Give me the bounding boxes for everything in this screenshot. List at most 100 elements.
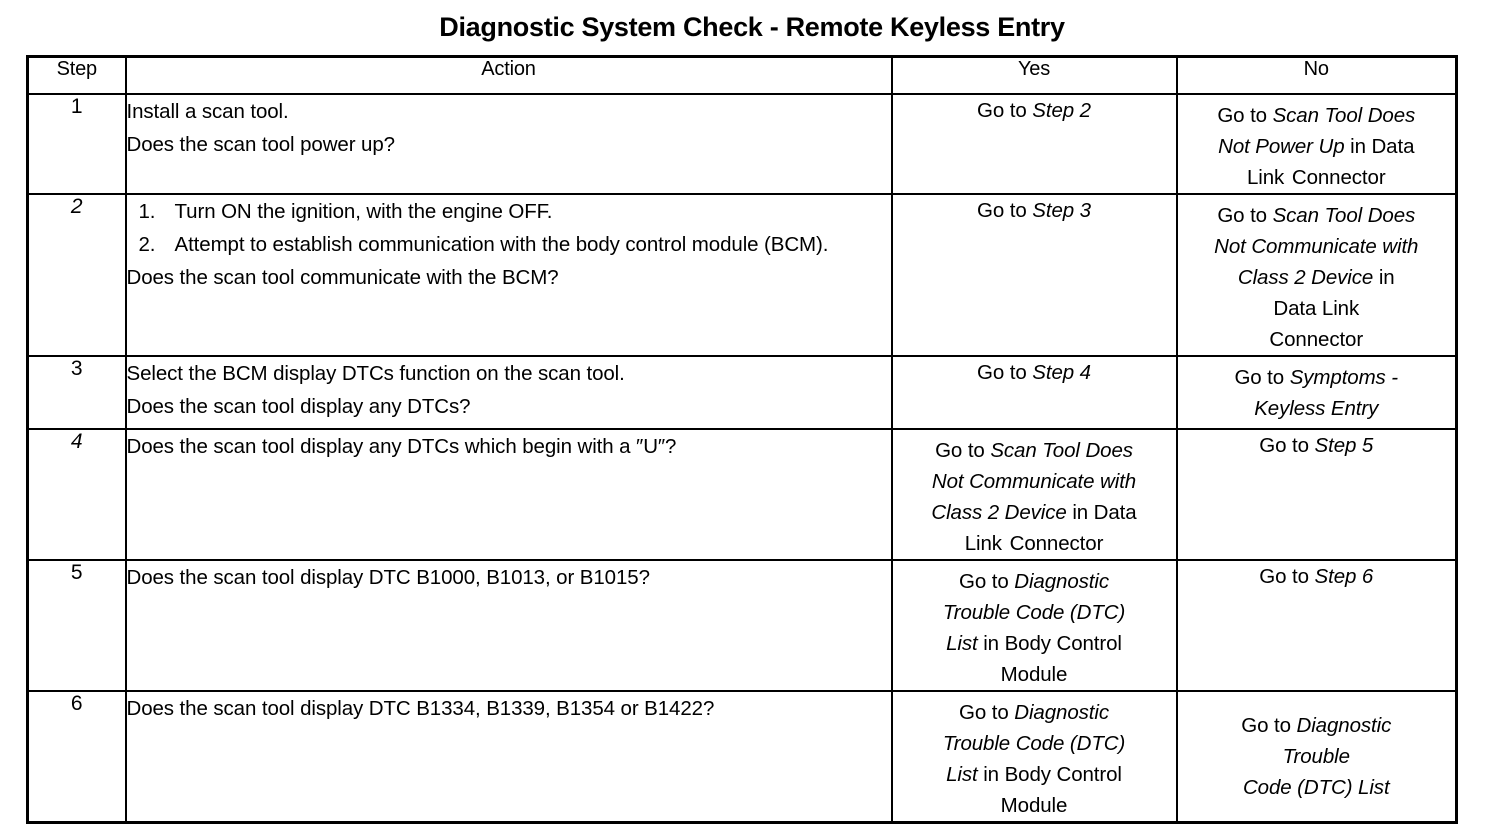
step-number-cell: 6	[26, 690, 127, 824]
goto-prefix: Go to	[959, 701, 1015, 724]
goto-prefix: Go to	[1259, 434, 1315, 457]
cross-reference: Step 6	[1314, 565, 1374, 588]
action-line: Does the scan tool display any DTCs?	[126, 395, 471, 418]
goto-suffix: Link Connector	[1246, 166, 1386, 189]
action-line: Does the scan tool display DTC B1334, B1…	[126, 697, 715, 720]
cross-reference: Not Communicate with	[1214, 235, 1419, 258]
action-cell: Does the scan tool display DTC B1334, B1…	[124, 690, 893, 824]
goto-suffix: Module	[1000, 794, 1068, 817]
yes-line: Trouble Code (DTC)	[893, 728, 1176, 759]
no-cell: Go to Diagnostic Trouble Code (DTC) List	[1175, 690, 1458, 824]
cross-reference: Step 2	[1032, 99, 1091, 122]
yes-line: Go to Step 2	[893, 95, 1176, 126]
no-line: Go to Scan Tool Does	[1178, 200, 1456, 231]
cross-reference: Class 2 Device	[1237, 266, 1374, 289]
yes-line: Go to Step 3	[893, 195, 1176, 226]
yes-line: Module	[893, 790, 1176, 821]
no-line: Data Link	[1178, 293, 1456, 324]
no-line: Go to Step 6	[1178, 561, 1456, 592]
action-line: Install a scan tool.	[126, 100, 289, 123]
goto-prefix: Go to	[959, 570, 1015, 593]
column-header-yes: Yes	[890, 55, 1178, 95]
table-row: 2 1. Turn ON the ignition, with the engin…	[26, 193, 1458, 357]
cross-reference: Keyless Entry	[1254, 397, 1379, 420]
goto-prefix: Go to	[1259, 565, 1315, 588]
goto-suffix: in Data	[1072, 501, 1137, 524]
goto-suffix: Link Connector	[964, 532, 1104, 555]
yes-cell: Go to Step 4	[890, 355, 1178, 430]
cross-reference: List	[946, 632, 978, 655]
cross-reference: Trouble	[1282, 745, 1350, 768]
action-cell: Install a scan tool. Does the scan tool …	[124, 93, 893, 195]
yes-line: Go to Diagnostic	[893, 566, 1176, 597]
yes-cell: Go to Diagnostic Trouble Code (DTC) List…	[890, 690, 1178, 824]
cross-reference: Class 2 Device	[931, 501, 1067, 524]
list-item: 2.Attempt to establish communication wit…	[127, 228, 891, 261]
goto-prefix: Go to	[1241, 714, 1297, 737]
goto-suffix: in	[1378, 266, 1395, 289]
document-page: Diagnostic System Check - Remote Keyless…	[26, 12, 1458, 824]
yes-line: Link Connector	[893, 528, 1176, 559]
no-line: Go to Scan Tool Does	[1178, 100, 1456, 131]
cross-reference: List	[946, 763, 978, 786]
goto-suffix: in Body Control	[983, 632, 1122, 655]
no-line: Go to Diagnostic	[1178, 710, 1456, 741]
action-line: Does the scan tool display DTC B1000, B1…	[126, 566, 650, 589]
yes-cell: Go to Step 2	[890, 93, 1178, 195]
cross-reference: Symptoms -	[1289, 366, 1399, 389]
step-number-cell: 1	[26, 93, 127, 195]
goto-prefix: Go to	[935, 439, 991, 462]
goto-prefix: Go to	[977, 199, 1033, 222]
cross-reference: Trouble Code (DTC)	[942, 601, 1126, 624]
step-number-cell: 4	[26, 428, 127, 561]
page-title: Diagnostic System Check - Remote Keyless…	[439, 12, 1065, 42]
yes-line: Class 2 Device in Data	[893, 497, 1176, 528]
cross-reference: Not Communicate with	[931, 470, 1137, 493]
cross-reference: Trouble Code (DTC)	[942, 732, 1126, 755]
yes-line: Trouble Code (DTC)	[893, 597, 1176, 628]
yes-line: Go to Scan Tool Does	[893, 435, 1176, 466]
no-cell: Go to Scan Tool Does Not Communicate wit…	[1175, 193, 1458, 357]
cross-reference: Diagnostic	[1014, 570, 1109, 593]
table-row: 4 Does the scan tool display any DTCs wh…	[26, 428, 1458, 561]
action-numbered-list: 1. Turn ON the ignition, with the engine …	[127, 195, 891, 261]
no-cell: Go to Step 6	[1175, 559, 1458, 692]
list-item-text: Attempt to establish communication with …	[174, 233, 829, 256]
yes-cell: Go to Diagnostic Trouble Code (DTC) List…	[890, 559, 1178, 692]
no-cell: Go to Symptoms - Keyless Entry	[1175, 355, 1458, 430]
no-line: Link Connector	[1178, 162, 1456, 193]
step-number-cell: 3	[26, 355, 127, 430]
action-line: Does the scan tool communicate with the …	[126, 266, 559, 289]
action-cell: Does the scan tool display any DTCs whic…	[124, 428, 893, 561]
column-header-no: No	[1175, 55, 1458, 95]
goto-prefix: Go to	[1217, 104, 1273, 127]
cross-reference: Diagnostic	[1296, 714, 1392, 737]
table-row: 1 Install a scan tool. Does the scan too…	[26, 93, 1458, 195]
yes-line: List in Body Control	[893, 759, 1176, 790]
action-cell: Select the BCM display DTCs function on …	[124, 355, 893, 430]
no-cell: Go to Scan Tool Does Not Power Up in Dat…	[1175, 93, 1458, 195]
goto-suffix: in Data	[1350, 135, 1415, 158]
action-line: Does the scan tool display any DTCs whic…	[126, 435, 677, 458]
cross-reference: Diagnostic	[1014, 701, 1109, 724]
list-item-number: 1.	[138, 200, 156, 223]
yes-line: List in Body Control	[893, 628, 1176, 659]
table-row: 3 Select the BCM display DTCs function o…	[26, 355, 1458, 430]
cross-reference: Scan Tool Does	[990, 439, 1133, 462]
action-line: Select the BCM display DTCs function on …	[126, 362, 625, 385]
cross-reference: Step 3	[1032, 199, 1091, 222]
table-row: 6 Does the scan tool display DTC B1334, …	[26, 690, 1458, 824]
goto-suffix: Data Link	[1273, 297, 1360, 320]
action-line: Does the scan tool power up?	[126, 133, 396, 156]
no-line: Keyless Entry	[1178, 393, 1456, 424]
no-line: Connector	[1178, 324, 1456, 355]
table-header: Step Action Yes No	[26, 55, 1458, 95]
column-header-action: Action	[124, 55, 893, 95]
no-line: Go to Symptoms -	[1178, 362, 1456, 393]
goto-prefix: Go to	[1217, 204, 1273, 227]
cross-reference: Scan Tool Does	[1272, 204, 1416, 227]
step-number-cell: 5	[26, 559, 127, 692]
diagnostic-table-container: Step Action Yes No 1 Install a scan tool…	[26, 55, 1458, 824]
step-number-cell: 2	[26, 193, 127, 357]
list-item-text: Turn ON the ignition, with the engine OF…	[174, 200, 553, 223]
